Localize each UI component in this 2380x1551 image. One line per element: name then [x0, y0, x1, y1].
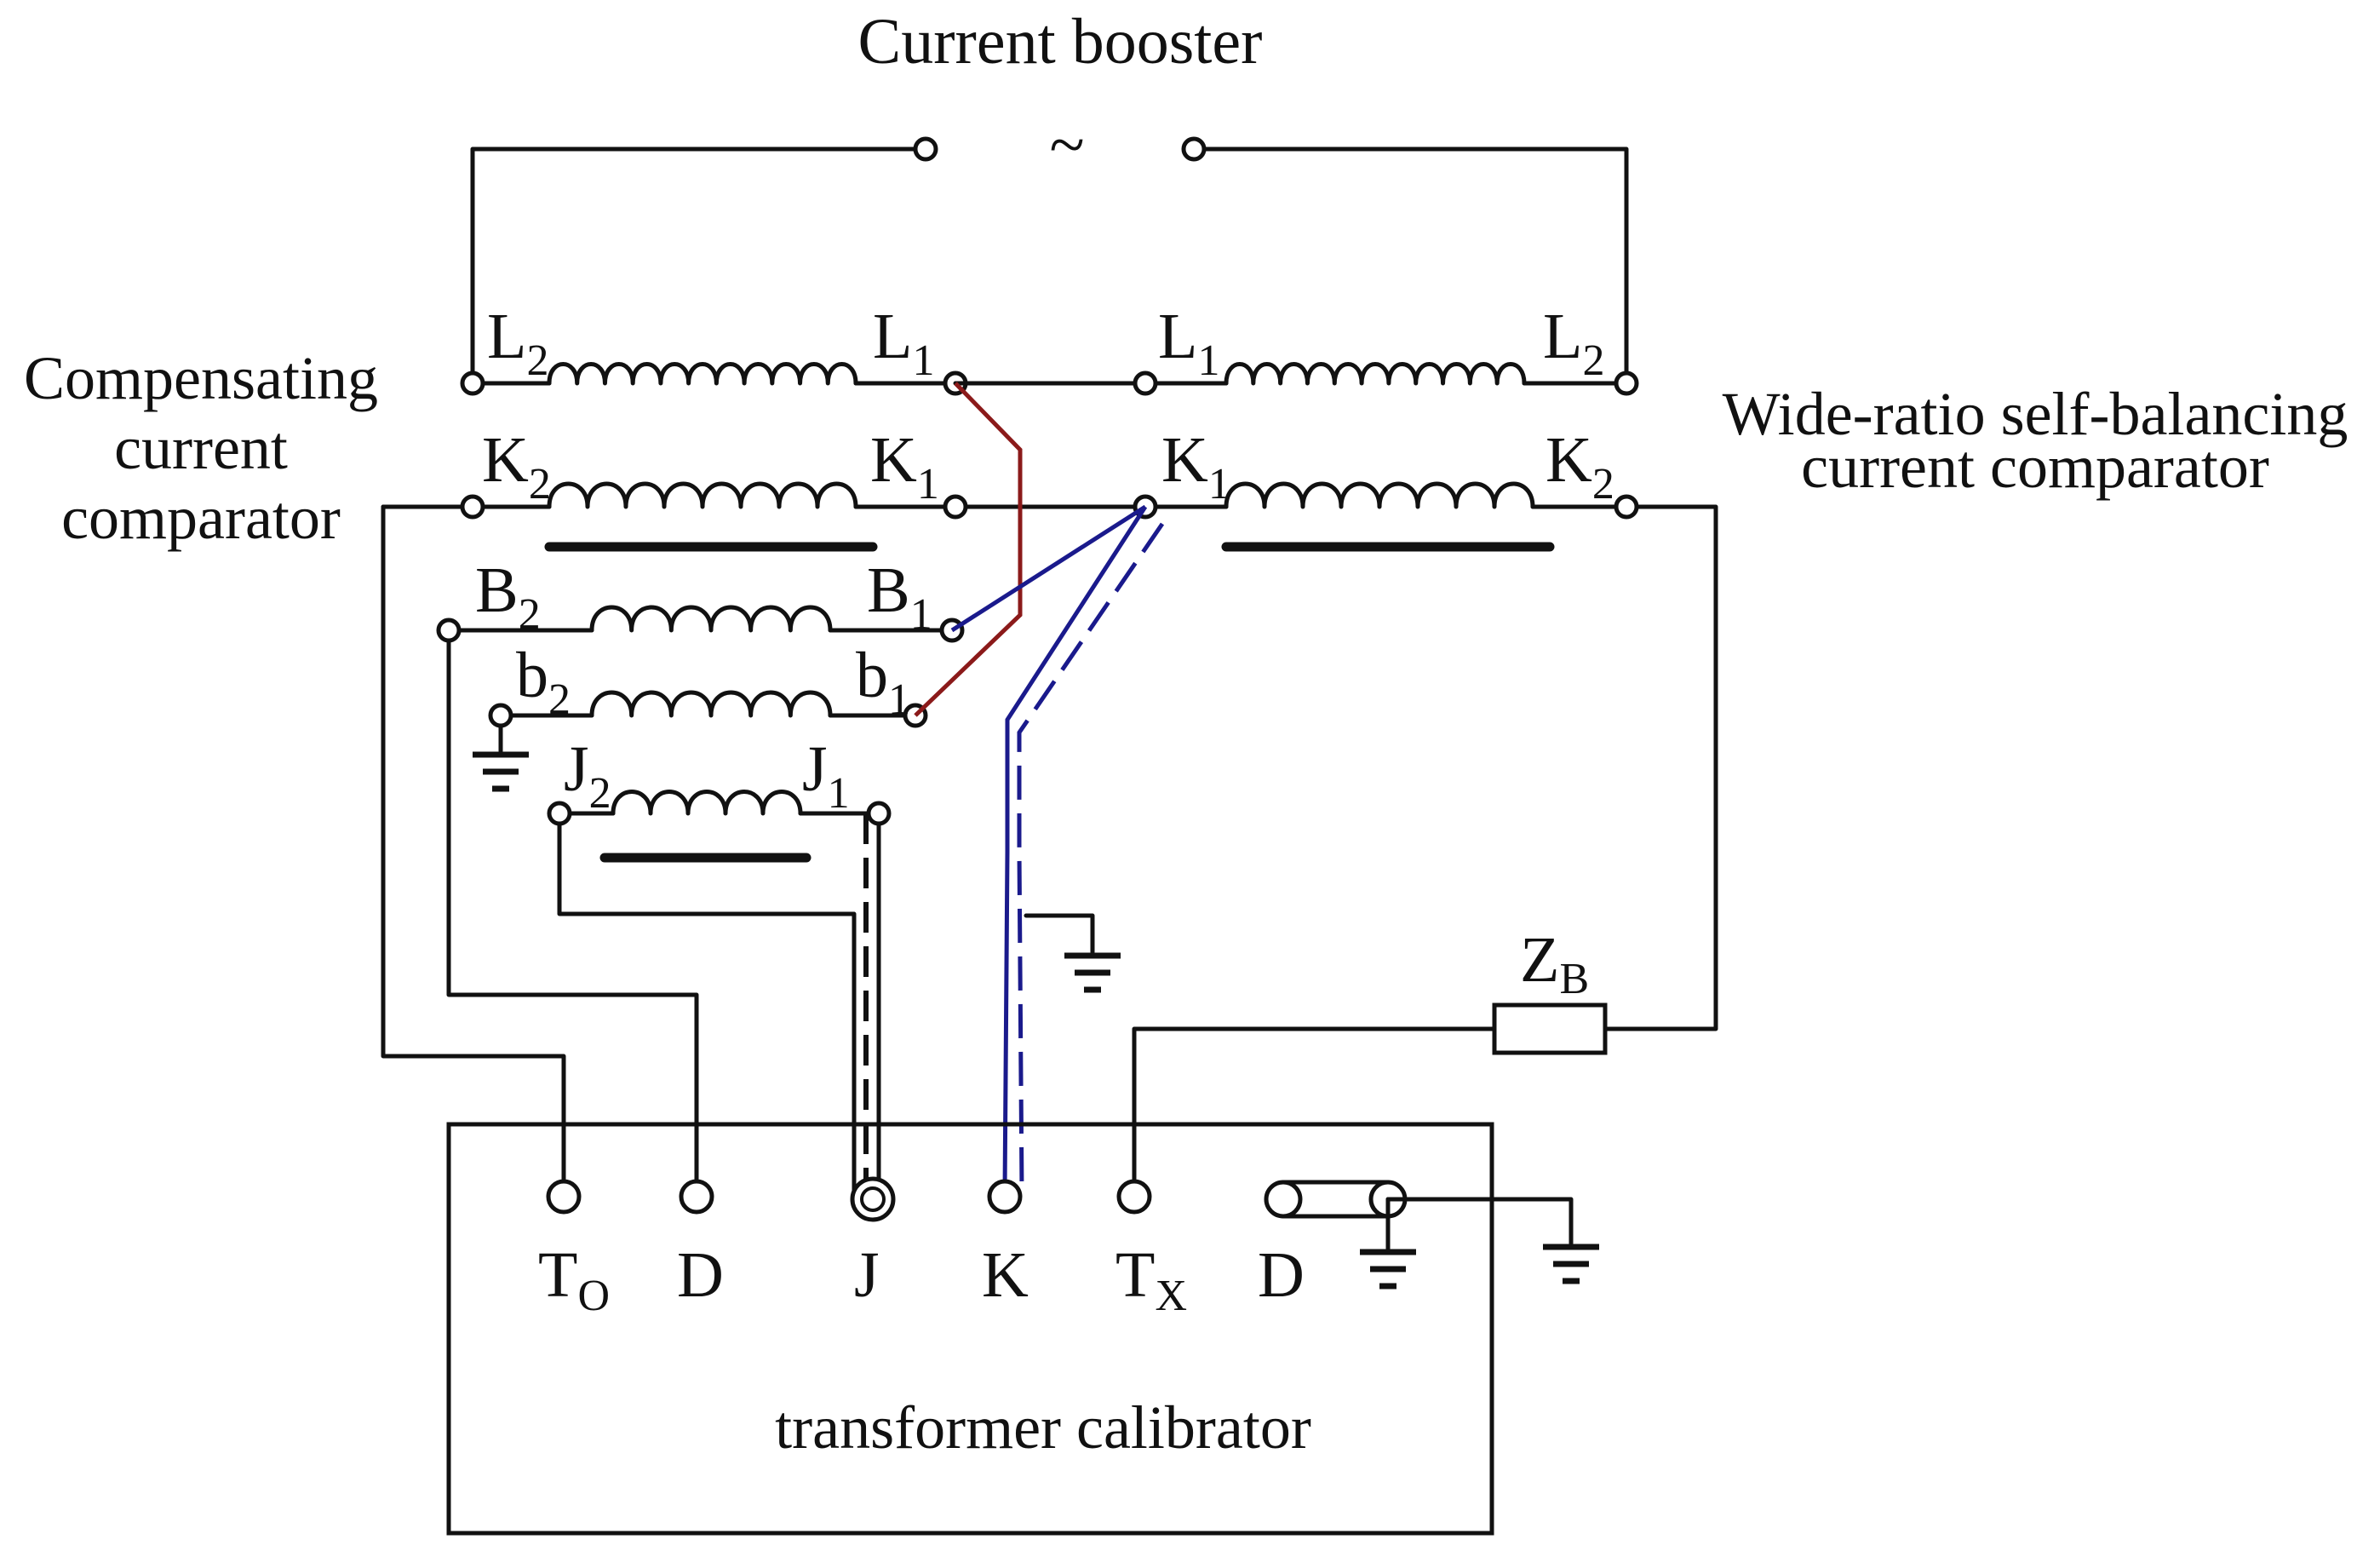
- coil-k-right: [1224, 481, 1535, 509]
- label-k: K: [982, 1239, 1029, 1311]
- j2-terminal: [547, 801, 572, 826]
- b2-terminal: [436, 618, 462, 643]
- booster-terminal-left: [913, 136, 938, 162]
- terminal-k: [987, 1179, 1023, 1215]
- burden-resistor: [1492, 1002, 1608, 1055]
- label-d2: D: [1258, 1239, 1305, 1311]
- label-small-b1: b1: [856, 640, 910, 724]
- compensating-comparator-label-3: comparator: [61, 484, 341, 552]
- label-right-l2: L2: [1543, 301, 1604, 385]
- booster-wiring: [470, 136, 1629, 382]
- right-l1-terminal: [1133, 371, 1158, 396]
- label-right-k1: K1: [1161, 424, 1230, 508]
- left-k2-terminal: [460, 494, 485, 520]
- left-j-winding: [547, 790, 892, 1195]
- terminal-to: [546, 1179, 582, 1215]
- coil-b: [589, 605, 833, 633]
- label-to: TO: [538, 1239, 610, 1320]
- label-tx: TX: [1115, 1239, 1187, 1320]
- coil-l-right: [1224, 362, 1527, 386]
- coil-k-left: [547, 481, 858, 509]
- booster-terminal-right: [1181, 136, 1207, 162]
- terminal-j: [850, 1176, 896, 1222]
- label-d1: D: [677, 1239, 724, 1311]
- terminal-d2-group: [1264, 1180, 1599, 1290]
- right-k-winding: [1133, 481, 1718, 1031]
- right-l2-terminal: [1614, 371, 1639, 396]
- label-zb: ZB: [1520, 924, 1589, 1003]
- label-b1: B1: [867, 554, 932, 639]
- label-small-b2: b2: [516, 640, 571, 724]
- transformer-calibrator-box: [446, 1122, 1494, 1536]
- label-right-k2: K2: [1546, 424, 1614, 508]
- small-b2-terminal: [488, 703, 513, 728]
- burden-zb: [1132, 1002, 1608, 1195]
- terminal-tx: [1116, 1179, 1152, 1215]
- left-k1-terminal: [943, 494, 968, 520]
- coil-j: [611, 790, 803, 816]
- left-k-winding: [381, 481, 1148, 1195]
- label-left-l2: L2: [487, 301, 548, 385]
- calibrator-label: transformer calibrator: [775, 1393, 1311, 1462]
- right-k2-terminal: [1614, 494, 1639, 520]
- terminal-d2: [1264, 1180, 1303, 1219]
- label-left-k1: K1: [870, 424, 939, 508]
- j1-terminal: [866, 801, 892, 826]
- label-right-l1: L1: [1158, 301, 1219, 385]
- label-j2: J2: [564, 733, 611, 818]
- compensating-comparator-label-2: current: [114, 414, 288, 482]
- red-lead: [914, 382, 1023, 717]
- wide-ratio-comparator-label-2: current comparator: [1801, 433, 2269, 501]
- label-j: J: [854, 1239, 880, 1311]
- right-l-winding: [953, 362, 1639, 396]
- left-small-b-winding: [473, 690, 928, 792]
- left-l-winding: [460, 362, 968, 396]
- coil-small-b: [589, 690, 833, 718]
- compensating-comparator-label-1: Compensating: [24, 344, 378, 412]
- label-b2: B2: [475, 554, 541, 639]
- blue-leads: [950, 504, 1165, 1193]
- label-j1: J1: [802, 733, 850, 818]
- label-left-l1: L1: [873, 301, 934, 385]
- current-booster-title: Current booster: [858, 6, 1263, 78]
- wide-ratio-comparator-label-1: Wide-ratio self-balancing: [1723, 380, 2348, 448]
- left-l2-terminal: [460, 371, 485, 396]
- coil-l-left: [547, 362, 858, 386]
- terminal-d1: [679, 1179, 714, 1215]
- label-left-k2: K2: [482, 424, 551, 508]
- ac-source-symbol: ~: [1049, 109, 1084, 181]
